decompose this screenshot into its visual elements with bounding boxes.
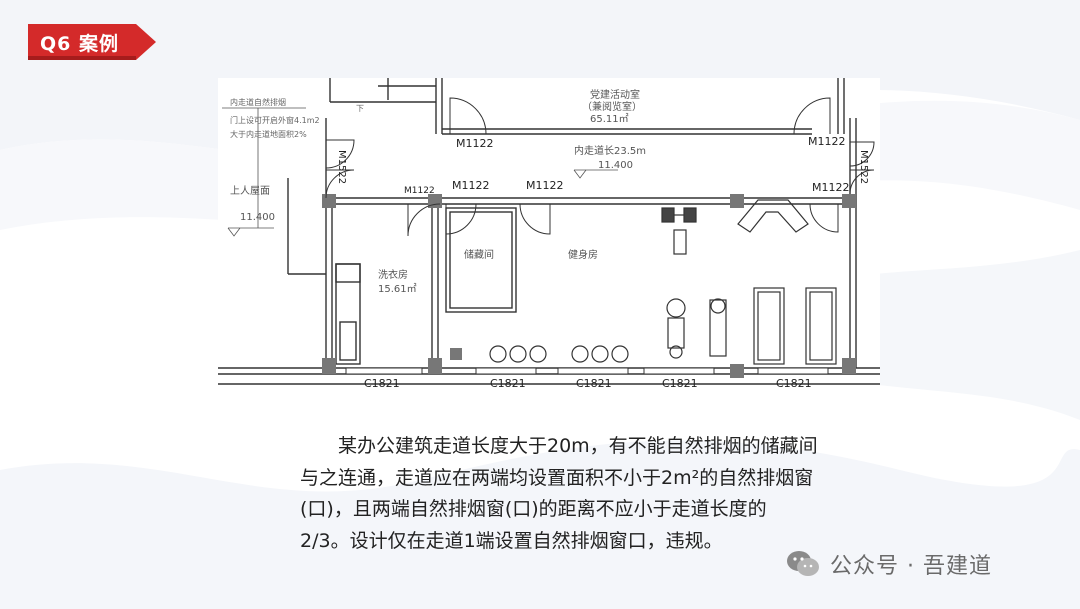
note-line1: 门上设可开启外窗4.1m2 xyxy=(230,116,320,125)
door-label: M1122 xyxy=(808,135,846,148)
paragraph-line: 某办公建筑走道长度大于20m，有不能自然排烟的储藏间 xyxy=(338,435,818,457)
corridor-length: 内走道长23.5m xyxy=(574,146,647,157)
watermark: 公众号 · 吾建道 xyxy=(786,547,992,581)
watermark-text: 公众号 · 吾建道 xyxy=(830,554,992,579)
wechat-icon xyxy=(787,551,819,576)
door-label: M1122 xyxy=(526,179,564,192)
paragraph-line: 2/3。设计仅在走道1端设置自然排烟窗口，违规。 xyxy=(300,529,723,552)
note-line2: 大于内走道地面积2% xyxy=(230,130,307,139)
party-room-label: 党建活动室 xyxy=(590,90,640,101)
window-label: C1821 xyxy=(576,377,612,390)
paragraph-line: (口)，且两端自然排烟窗(口)的距离不应小于走道长度的 xyxy=(300,498,767,520)
floor-plan: 内走道自然排烟 门上设可开启外窗4.1m2 大于内走道地面积2% 下 党建活动室… xyxy=(218,78,880,394)
door-label-vertical: M1522 xyxy=(858,150,869,185)
door-label: M1122 xyxy=(452,179,490,192)
window-label: C1821 xyxy=(776,377,812,390)
down-label: 下 xyxy=(356,104,364,113)
party-room-area: 65.11㎡ xyxy=(590,114,629,125)
door-label: M1122 xyxy=(456,137,494,150)
note-title: 内走道自然排烟 xyxy=(230,98,286,107)
badge-label: Q6 案例 xyxy=(40,33,119,55)
laundry-area: 15.61㎡ xyxy=(378,284,417,295)
window-label: C1821 xyxy=(662,377,698,390)
laundry-label: 洗衣房 xyxy=(378,270,408,281)
paragraph-line: 与之连通，走道应在两端均设置面积不小于2m²的自然排烟窗 xyxy=(300,466,814,489)
roof-elevation: 11.400 xyxy=(240,212,275,223)
window-label: C1821 xyxy=(364,377,400,390)
explanation-paragraph: 某办公建筑走道长度大于20m，有不能自然排烟的储藏间 与之连通，走道应在两端均设… xyxy=(300,431,888,557)
gym-label: 健身房 xyxy=(568,250,598,261)
door-label: M1122 xyxy=(812,181,850,194)
storage-label: 储藏间 xyxy=(464,250,494,261)
party-room-sub: （兼阅览室） xyxy=(582,102,642,113)
roof-label: 上人屋面 xyxy=(230,186,270,197)
case-badge: Q6 案例 xyxy=(28,20,160,64)
window-label: C1821 xyxy=(490,377,526,390)
floor-plan-drawing xyxy=(218,78,880,385)
door-label-vertical: M1522 xyxy=(336,150,347,185)
door-label: M1122 xyxy=(404,186,435,196)
corridor-elevation: 11.400 xyxy=(598,160,633,171)
